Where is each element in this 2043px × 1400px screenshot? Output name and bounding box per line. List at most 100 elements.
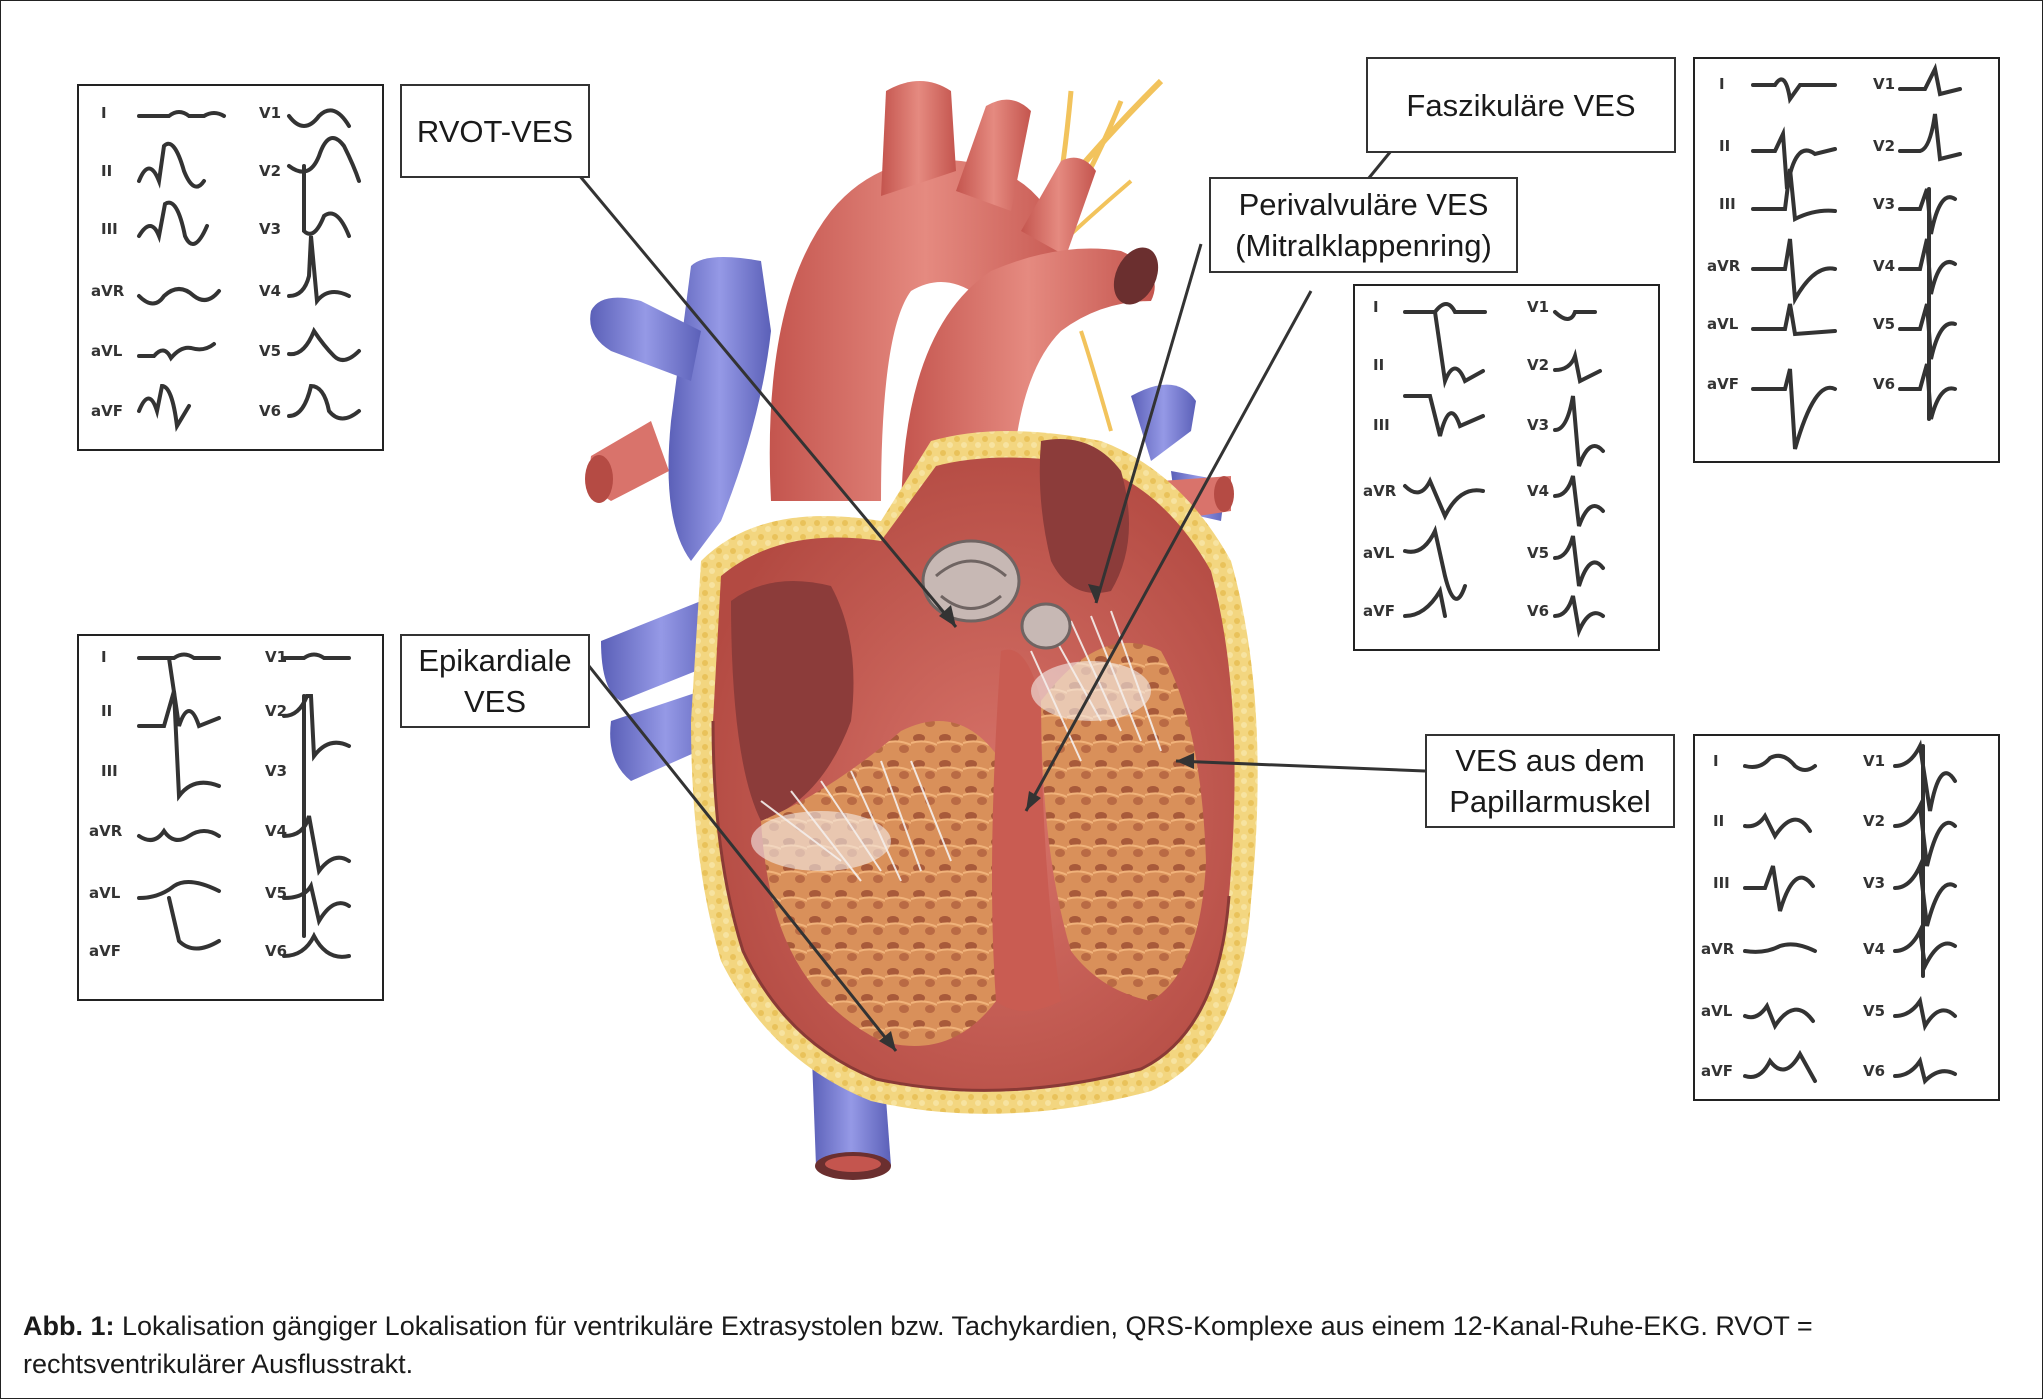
- figure-caption: Abb. 1: Lokalisation gängiger Lokalisati…: [23, 1307, 2013, 1383]
- pointer-papillar: [1175, 759, 1426, 773]
- septum: [992, 649, 1061, 1011]
- ecg-lead-label: V2: [1527, 356, 1549, 374]
- label-epikardial-line2: VES: [463, 684, 527, 719]
- ecg-lead-label: V5: [265, 884, 287, 902]
- ecg-lead-label: I: [1713, 752, 1719, 770]
- aortic-valve: [1020, 602, 1072, 650]
- ecg-lead-label: aVL: [91, 342, 123, 360]
- ecg-panel-perivalvulaer: I II III aVR aVL aVF V1 V2 V3 V4 V5 V6: [1353, 284, 1660, 651]
- label-faszikulaer-text: Faszikuläre VES: [1406, 87, 1636, 123]
- ecg-lead-label: V3: [1873, 195, 1895, 213]
- ecg-lead-label: II: [1719, 137, 1730, 155]
- caption-prefix: Abb. 1:: [23, 1311, 115, 1341]
- brachiocephalic-vein: [590, 297, 701, 381]
- ecg-lead-label: V1: [265, 648, 287, 666]
- ecg-lead-label: V5: [259, 342, 281, 360]
- aortic-arch: [769, 159, 1081, 502]
- ecg-lead-label: V3: [265, 762, 287, 780]
- ecg-lead-label: V1: [1873, 75, 1895, 93]
- ecg-lead-label: I: [101, 648, 107, 666]
- aortic-branch-3: [1021, 157, 1096, 256]
- left-atrium-cavity: [1039, 439, 1129, 593]
- ecg-lead-label: V5: [1873, 315, 1895, 333]
- label-epikardiale-ves: Epikardiale VES: [400, 634, 590, 728]
- pointer-epikardial: [583, 660, 898, 1052]
- caption-text: Lokalisation gängiger Lokalisation für v…: [23, 1311, 1813, 1379]
- ecg-lead-label: III: [101, 762, 118, 780]
- ecg-lead-label: V2: [265, 702, 287, 720]
- label-epikardial-line1: Epikardiale: [418, 643, 572, 678]
- ecg-lead-label: aVR: [1363, 482, 1397, 500]
- ecg-lead-label: aVF: [1701, 1062, 1733, 1080]
- ecg-panel-epikardial: I II III aVR aVL aVF V1 V2 V3 V4 V5 V6: [77, 634, 384, 1001]
- ecg-lead-label: III: [1373, 416, 1390, 434]
- ecg-lead-label: V5: [1527, 544, 1549, 562]
- ecg-lead-label: I: [1373, 298, 1379, 316]
- ecg-lead-label: V2: [1873, 137, 1895, 155]
- ecg-lead-label: aVL: [89, 884, 121, 902]
- ecg-lead-label: V2: [1863, 812, 1885, 830]
- ecg-lead-label: V6: [1873, 375, 1895, 393]
- ecg-lead-label: II: [1373, 356, 1384, 374]
- pulmonary-vein-right: [1131, 384, 1196, 461]
- ecg-lead-label: V4: [1527, 482, 1549, 500]
- aortic-branch-1: [881, 81, 956, 196]
- label-papillar-line2: Papillarmuskel: [1449, 784, 1651, 819]
- ecg-lead-label: V6: [1863, 1062, 1885, 1080]
- pointer-perivalvulaer: [1094, 243, 1203, 604]
- ecg-lead-label: V4: [1863, 940, 1885, 958]
- ecg-lead-label: aVL: [1363, 544, 1395, 562]
- ecg-lead-label: aVL: [1707, 315, 1739, 333]
- ecg-lead-label: aVF: [1363, 602, 1395, 620]
- ecg-lead-label: V3: [1863, 874, 1885, 892]
- ecg-lead-label: II: [101, 162, 112, 180]
- ecg-lead-label: V4: [1873, 257, 1895, 275]
- ecg-lead-label: V1: [1863, 752, 1885, 770]
- label-perivalvulaer-line1: Perivalvuläre VES: [1238, 187, 1489, 222]
- ecg-lead-label: V1: [259, 104, 281, 122]
- ecg-lead-label: aVR: [91, 282, 125, 300]
- ecg-lead-label: V6: [1527, 602, 1549, 620]
- label-papillarmuskel-ves: VES aus dem Papillarmuskel: [1425, 734, 1675, 828]
- ecg-lead-label: III: [1713, 874, 1730, 892]
- aortic-branch-2: [956, 99, 1031, 211]
- ecg-lead-label: V5: [1863, 1002, 1885, 1020]
- pointer-rvot: [577, 174, 958, 628]
- ecg-lead-label: II: [1713, 812, 1724, 830]
- ecg-lead-label: aVR: [89, 822, 123, 840]
- ecg-lead-label: aVF: [1707, 375, 1739, 393]
- ecg-lead-label: aVR: [1701, 940, 1735, 958]
- pointer-perivalvulaer-2: [1024, 290, 1313, 812]
- ecg-lead-label: V4: [265, 822, 287, 840]
- lead-label: I: [101, 104, 107, 122]
- ecg-panel-papillar: I II III aVR aVL aVF V1 V2 V3 V4 V5 V6: [1693, 734, 2000, 1101]
- ecg-lead-label: III: [1719, 195, 1736, 213]
- label-perivalvulaer-line2: (Mitralklappenring): [1235, 228, 1492, 263]
- ecg-lead-label: V3: [259, 220, 281, 238]
- ecg-lead-label: III: [101, 220, 118, 238]
- label-rvot-ves: RVOT-VES: [400, 84, 590, 178]
- ecg-lead-label: aVL: [1701, 1002, 1733, 1020]
- label-perivalvulaere-ves: Perivalvuläre VES (Mitralklappenring): [1209, 177, 1518, 273]
- ecg-panel-rvot: I II III aVR aVL aVF V1 V2 V3 V4 V5 V6: [77, 84, 384, 451]
- ecg-panel-faszikulaer: I II III aVR aVL aVF V1 V2 V3 V4 V5 V6: [1693, 57, 2000, 463]
- pulmonary-vein-left: [601, 601, 721, 701]
- ecg-lead-label: V4: [259, 282, 281, 300]
- ecg-lead-label: V3: [1527, 416, 1549, 434]
- ecg-lead-label: V1: [1527, 298, 1549, 316]
- ecg-lead-label: I: [1719, 75, 1725, 93]
- ecg-lead-label: V2: [259, 162, 281, 180]
- label-faszikulaere-ves: Faszikuläre VES: [1366, 57, 1676, 153]
- label-papillar-line1: VES aus dem: [1455, 743, 1645, 778]
- ecg-lead-label: V6: [259, 402, 281, 420]
- ecg-lead-label: aVR: [1707, 257, 1741, 275]
- label-rvot-text: RVOT-VES: [416, 113, 574, 149]
- ecg-lead-label: aVF: [89, 942, 121, 960]
- right-ventricle-cavity: [761, 721, 1001, 1046]
- ecg-lead-label: II: [101, 702, 112, 720]
- ecg-lead-label: aVF: [91, 402, 123, 420]
- ecg-lead-label: V6: [265, 942, 287, 960]
- right-atrium-cavity: [731, 581, 854, 821]
